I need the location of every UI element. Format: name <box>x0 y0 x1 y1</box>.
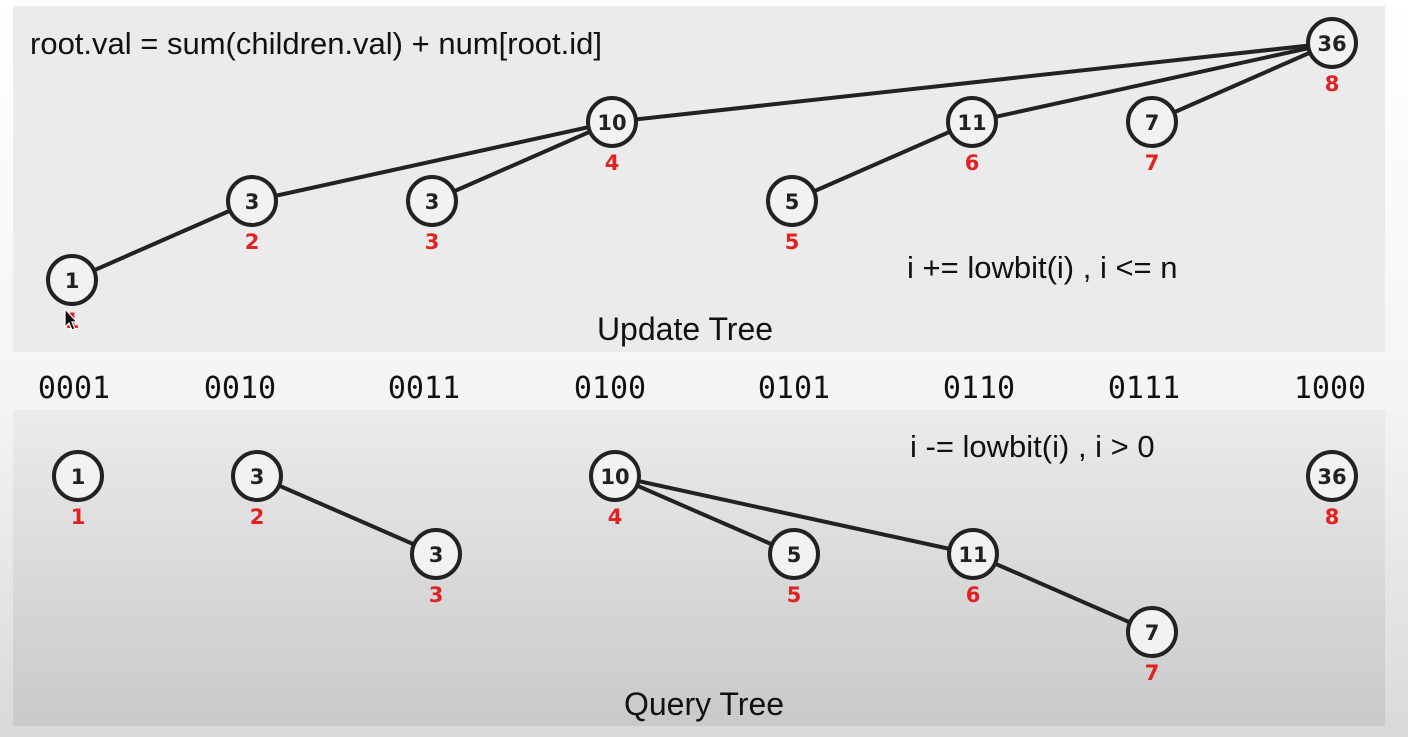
update-node-circle <box>46 254 98 306</box>
update-node-index: 8 <box>1325 72 1340 96</box>
update-node-value: 3 <box>425 190 440 214</box>
query-node-value: 1 <box>71 465 86 489</box>
update-node-5: 55 <box>766 175 818 254</box>
query-edge-4-5 <box>613 474 796 556</box>
query-node-value: 36 <box>1317 465 1346 489</box>
query-node-value: 3 <box>250 465 265 489</box>
query-node-value: 5 <box>787 543 802 567</box>
query-node-4: 10 4 <box>589 450 641 529</box>
update-node-circle <box>1126 96 1178 148</box>
query-tree-title: Query Tree <box>624 686 784 722</box>
update-node-value: 10 <box>597 111 626 135</box>
update-node-7: 77 <box>1126 96 1178 175</box>
binary-label-0101: 0101 <box>758 371 830 406</box>
query-tree-edges <box>255 474 1154 634</box>
query-rule: i -= lowbit(i) , i > 0 <box>910 429 1155 464</box>
update-node-value: 3 <box>245 190 260 214</box>
update-node-value: 1 <box>65 269 80 293</box>
update-node-index: 7 <box>1145 151 1160 175</box>
query-node-value: 7 <box>1145 621 1160 645</box>
update-node-circle <box>226 175 278 227</box>
query-node-index: 6 <box>966 583 981 607</box>
query-node-1: 11 <box>52 450 104 529</box>
update-node-circle <box>586 96 638 148</box>
query-node-index: 7 <box>1145 661 1160 685</box>
update-node-value: 7 <box>1145 111 1160 135</box>
update-rule: i += lowbit(i) , i <= n <box>907 250 1178 285</box>
query-node-index: 3 <box>429 583 444 607</box>
update-tree-edges <box>70 41 1334 282</box>
update-node-value: 36 <box>1317 32 1346 56</box>
update-edge-5-6 <box>790 120 974 203</box>
update-node-circle <box>766 175 818 227</box>
mouse-cursor-icon <box>64 307 79 331</box>
update-tree-title: Update Tree <box>597 311 773 347</box>
query-node-value: 10 <box>600 465 629 489</box>
update-node-index: 4 <box>605 151 620 175</box>
update-edge-1-2 <box>70 199 254 282</box>
update-edge-7-8 <box>1150 41 1334 124</box>
query-edge-6-7 <box>971 552 1154 634</box>
update-node-6: 11 6 <box>946 96 998 175</box>
query-edge-4-6 <box>613 474 975 556</box>
update-node-circle <box>946 96 998 148</box>
binary-label-0011: 0011 <box>388 371 460 406</box>
query-node-circle <box>52 450 104 502</box>
query-node-index: 1 <box>71 505 86 529</box>
binary-label-0110: 0110 <box>943 371 1015 406</box>
query-node-index: 2 <box>250 505 265 529</box>
update-edge-6-8 <box>970 41 1334 124</box>
query-node-circle <box>947 528 999 580</box>
update-edge-4-8 <box>610 41 1334 124</box>
query-node-circle <box>768 528 820 580</box>
binary-label-0100: 0100 <box>574 371 646 406</box>
query-node-3: 33 <box>410 528 462 607</box>
update-node-index: 3 <box>425 230 440 254</box>
query-node-circle <box>410 528 462 580</box>
update-node-1: 11 <box>46 254 98 333</box>
update-node-2: 32 <box>226 175 278 254</box>
update-node-value: 11 <box>957 111 986 135</box>
update-node-circle <box>1306 17 1358 69</box>
query-node-6: 11 6 <box>947 528 999 607</box>
update-node-3: 33 <box>406 175 458 254</box>
binary-label-0001: 0001 <box>38 371 110 406</box>
update-node-4: 10 4 <box>586 96 638 175</box>
update-node-value: 5 <box>785 190 800 214</box>
update-node-index: 2 <box>245 230 260 254</box>
query-node-7: 77 <box>1126 606 1178 685</box>
query-edge-2-3 <box>255 474 438 556</box>
update-node-circle <box>406 175 458 227</box>
binary-label-0111: 0111 <box>1108 371 1180 406</box>
query-node-value: 11 <box>958 543 987 567</box>
update-node-8: 36 8 <box>1306 17 1358 96</box>
update-edge-3-4 <box>430 120 614 203</box>
update-edge-2-4 <box>250 120 614 203</box>
query-node-5: 55 <box>768 528 820 607</box>
query-node-8: 36 8 <box>1306 450 1358 529</box>
query-node-index: 4 <box>608 505 623 529</box>
update-node-index: 6 <box>965 151 980 175</box>
query-node-2: 32 <box>231 450 283 529</box>
query-node-circle <box>231 450 283 502</box>
binary-index-row: 0001 0010 0011 0100 0101 0110 0111 1000 <box>38 371 1366 406</box>
query-node-circle <box>1306 450 1358 502</box>
query-node-index: 8 <box>1325 505 1340 529</box>
update-formula: root.val = sum(children.val) + num[root.… <box>30 26 602 61</box>
binary-label-0010: 0010 <box>204 371 276 406</box>
query-node-index: 5 <box>787 583 802 607</box>
query-node-value: 3 <box>429 543 444 567</box>
binary-label-1000: 1000 <box>1294 371 1366 406</box>
query-node-circle <box>589 450 641 502</box>
update-node-index: 5 <box>785 230 800 254</box>
query-node-circle <box>1126 606 1178 658</box>
query-tree-panel <box>13 410 1385 726</box>
